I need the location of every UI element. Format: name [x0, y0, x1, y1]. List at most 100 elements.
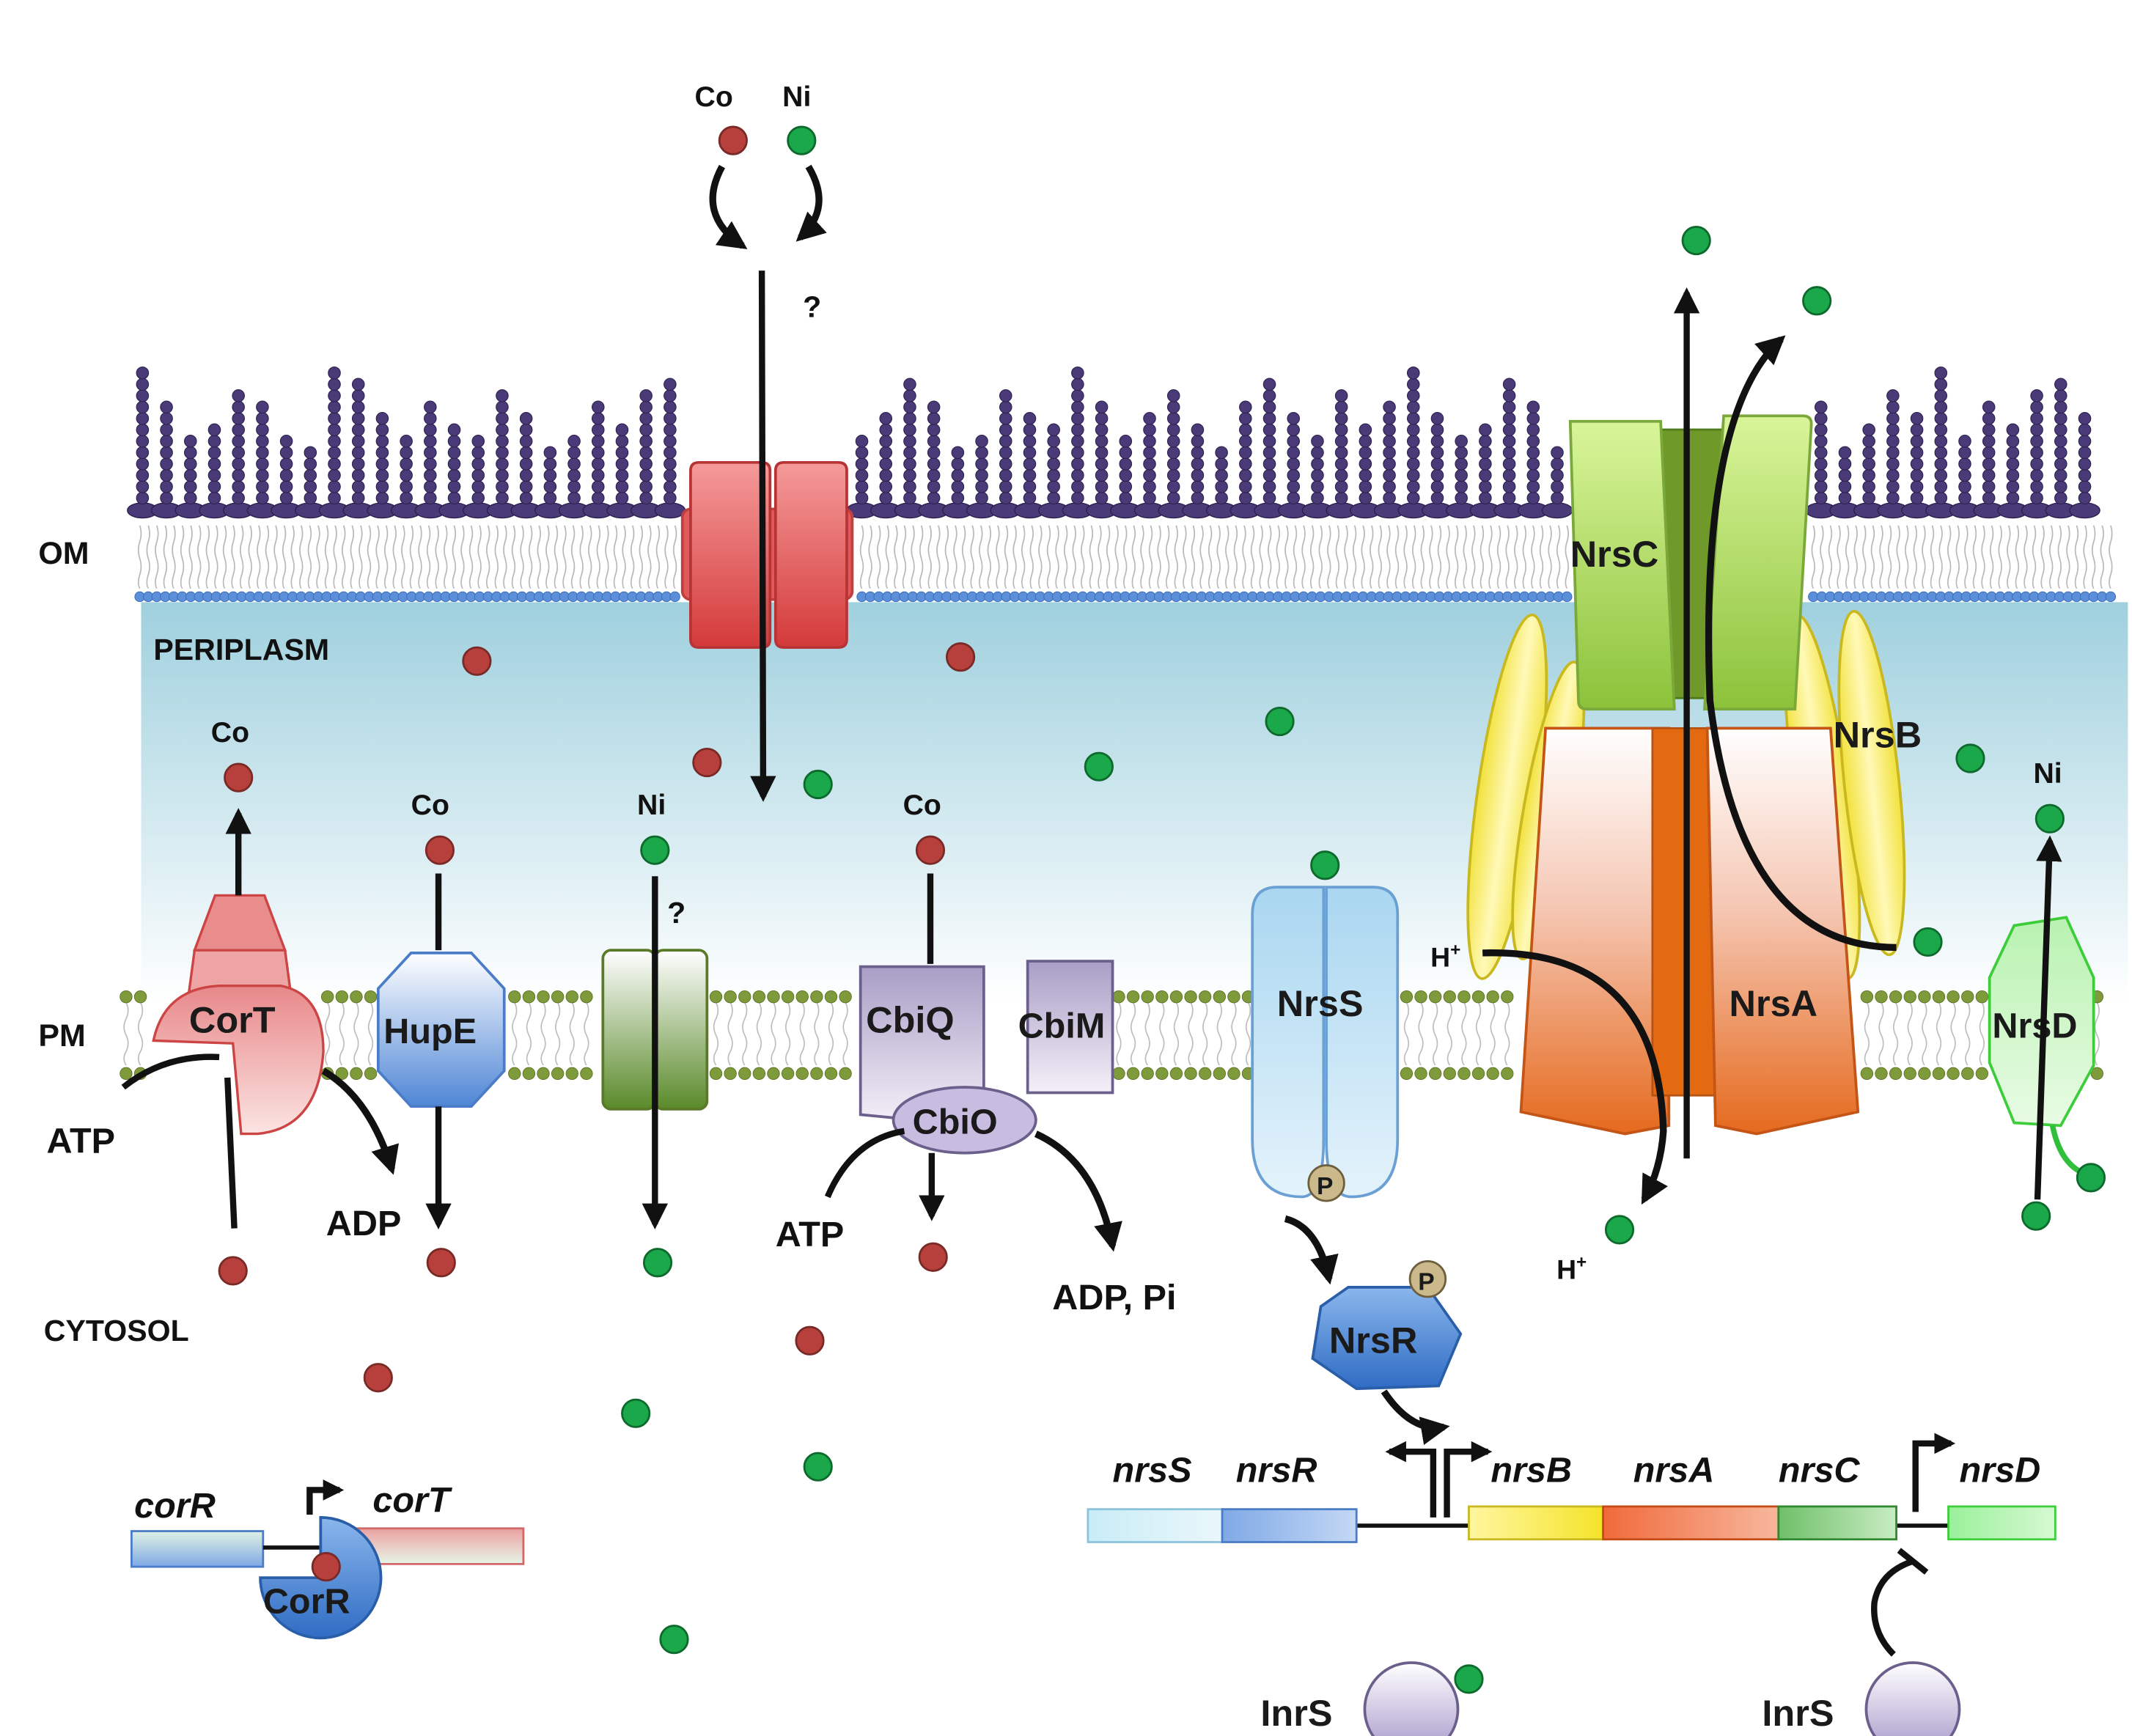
- lps-sugar: [543, 457, 557, 471]
- lps-sugar: [1143, 435, 1156, 448]
- om-lipid-tail: [2109, 525, 2113, 589]
- nrss-sensor: NrsS P: [1251, 886, 1400, 1202]
- lps-sugar: [975, 491, 988, 505]
- lps-sugar: [1502, 457, 1516, 471]
- pm-lipid-head: [1860, 1067, 1874, 1081]
- lps-sugar: [256, 457, 269, 471]
- pm-lipid-head: [537, 990, 550, 1004]
- pm-lipid-head: [1213, 1067, 1227, 1081]
- lps-sugar: [664, 423, 677, 437]
- om-lipid-tail: [1344, 525, 1348, 589]
- om-lipid-tail: [647, 525, 652, 589]
- lps-sugar: [136, 468, 150, 482]
- om-lipid-tail: [1361, 525, 1365, 589]
- lps-sugar: [1551, 491, 1564, 505]
- lps-sugar: [1886, 435, 1900, 448]
- lps-sugar: [1838, 468, 1852, 482]
- lps-sugar: [1262, 457, 1276, 471]
- om-lipid-tail: [639, 525, 643, 589]
- lps-sugar: [375, 412, 389, 425]
- lps-sugar: [424, 468, 437, 482]
- lps-sugar: [1886, 480, 1900, 493]
- om-lipid-tail: [996, 525, 1000, 589]
- pm-lipid-tail: [1447, 1001, 1452, 1066]
- lps-sugar: [351, 435, 365, 448]
- om-lipid-tail: [1964, 525, 1969, 589]
- lps-sugar: [2054, 446, 2067, 460]
- lps-sugar: [519, 446, 533, 460]
- nickel-ion: [659, 1625, 689, 1655]
- pm-lipid-head: [1889, 1067, 1903, 1081]
- om-lipid-tail: [205, 525, 210, 589]
- lps-sugar: [1287, 468, 1301, 482]
- inrs-label-left: InrS: [1260, 1692, 1332, 1734]
- pm-lipid-head: [1443, 990, 1456, 1004]
- lps-sugar: [543, 491, 557, 505]
- lps-sugar: [664, 446, 677, 460]
- pm-lipid-tail: [1403, 1001, 1410, 1066]
- lps-sugar: [879, 423, 893, 437]
- lps-sugar: [1862, 423, 1875, 437]
- lps-sugar: [328, 412, 341, 425]
- om-lipid-tail: [528, 525, 533, 589]
- lps-sugar: [1334, 389, 1348, 402]
- lps-sugar: [183, 468, 197, 482]
- lps-sugar: [136, 491, 150, 505]
- lps-sugar: [1095, 468, 1109, 482]
- lps-sugar: [160, 457, 173, 471]
- pm-lipid-tail: [828, 1001, 834, 1066]
- pm-lipid-head: [738, 990, 751, 1004]
- om-lipid-tail: [868, 525, 872, 589]
- lps-sugar: [591, 435, 605, 448]
- om-lipid-tail: [2049, 525, 2054, 589]
- lps-sugar: [1551, 457, 1564, 471]
- om-lipid-tail: [2091, 525, 2096, 589]
- lps-sugar: [879, 491, 893, 505]
- lps-sugar: [1406, 468, 1420, 482]
- pm-lipid-head: [1903, 1067, 1916, 1081]
- om-lipid-tail: [367, 525, 372, 589]
- porin-uptake-arrow: [750, 271, 776, 802]
- lps-sugar: [2006, 435, 2020, 448]
- om-lipid-tail: [1998, 525, 2002, 589]
- lps-sugar: [1311, 480, 1324, 493]
- lps-sugar: [232, 468, 245, 482]
- lps-sugar: [1982, 435, 1996, 448]
- pm-lipid-head: [551, 1067, 565, 1081]
- lps-sugar: [1143, 457, 1156, 471]
- om-lipid-tail: [1896, 525, 1900, 589]
- lps-sugar: [232, 400, 245, 414]
- lps-sugar: [1095, 400, 1109, 414]
- pm-lipid-tail: [325, 1001, 331, 1066]
- pm-lipid-head: [1947, 1067, 1960, 1081]
- pm-lipid-head: [839, 1067, 852, 1081]
- lps-sugar: [1191, 435, 1205, 448]
- lps-sugar: [160, 446, 173, 460]
- pm-lipid-tail: [1202, 1001, 1208, 1066]
- lps-sugar: [855, 435, 869, 448]
- om-lipid-tail: [1845, 525, 1850, 589]
- lps-sugar: [567, 491, 581, 505]
- pm-lipid-tail: [1130, 1001, 1136, 1066]
- lps-sugar: [639, 480, 653, 493]
- lps-sugar: [279, 480, 293, 493]
- pm-lipid-head: [795, 990, 809, 1004]
- lps-sugar: [1166, 389, 1180, 402]
- lps-sugar: [615, 446, 629, 460]
- lps-sugar: [1287, 423, 1301, 437]
- om-lipid-tail: [316, 525, 320, 589]
- nrsr-binding-arrow: [1381, 1389, 1450, 1446]
- lps-sugar: [1215, 468, 1228, 482]
- nrs-operon: nrsS nrsR nrsB nrsA nrsC nrsD: [1087, 1432, 2056, 1543]
- lps-sugar: [2054, 468, 2067, 482]
- om-lipid-tail: [1029, 525, 1034, 589]
- lps-sugar: [1479, 423, 1492, 437]
- nickel-ion: [803, 1452, 833, 1482]
- lps-sugar: [1262, 491, 1276, 505]
- pm-lipid-head: [1443, 1067, 1456, 1081]
- lps-sugar: [543, 446, 557, 460]
- om-lipid-tail: [1411, 525, 1416, 589]
- cobalt-ion: [795, 1325, 825, 1356]
- cort-promoter-arrow: [306, 1479, 345, 1515]
- om-lipid-tail: [239, 525, 244, 589]
